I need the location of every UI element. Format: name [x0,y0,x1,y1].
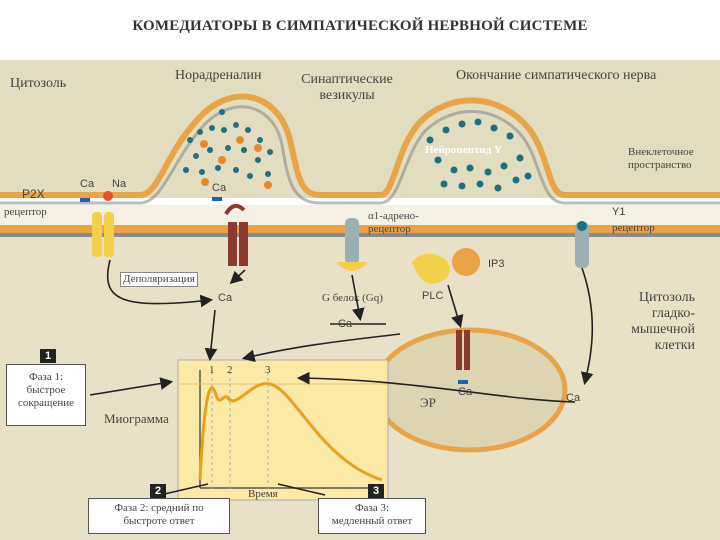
g-protein-shape [412,253,450,284]
y1-receptor-shape [575,221,589,268]
myogram-panel [177,359,389,501]
time-axis-label: Время [248,488,278,500]
phase-3-box: Фаза 3: медленный ответ [318,498,426,534]
plc-label: PLC [422,290,444,302]
smc-membrane-top [0,225,720,233]
neuropeptide-y-vesicles [426,118,532,192]
smc-cytosol-label: Цитозоль гладко- мышечной клетки [631,290,695,354]
ip3-label: IP3 [488,258,505,270]
g-protein-label: G белок (Gq) [322,292,383,304]
noradrenaline-vesicles [183,109,273,179]
ca-rise-label-2: Ca [338,318,353,330]
extracellular-label: Внеклеточное пространство [628,146,694,171]
ca-rise-label-1: Ca [218,292,233,304]
phase-2-number: 2 [150,484,166,498]
smc-membrane-bottom [0,233,720,237]
er-ca-label: Ca [458,386,473,398]
y1-ca-label: Ca [566,392,581,404]
ca-ion-marker [80,198,90,202]
nerve-ending-label: Окончание симпатического нерва [456,68,657,83]
atp-markers [200,136,272,189]
er-label: ЭР [420,395,436,410]
na-ion [103,191,113,201]
page-title: КОМЕДИАТОРЫ В СИМПАТИЧЕСКОЙ НЕРВНОЙ СИСТ… [132,18,588,34]
depolarization-label: Деполяризация [120,272,198,287]
y1-receptor-label: рецептор [612,222,655,234]
ca-ion-label: Ca [80,178,95,190]
cytosol-label: Цитозоль [10,76,67,91]
neuropeptide-label: Нейропептид Y [425,144,502,156]
extracellular-space [0,205,720,225]
ca-channel-label: Ca [212,182,227,194]
plc-shape [452,248,480,276]
peak-3-label: 3 [265,364,271,376]
p2x-receptor-label: рецептор [4,206,47,218]
alpha1-label: α1-адрено- рецептор [368,210,419,235]
p2x-label: P2X [22,187,45,201]
p2x-receptor-shape [92,212,114,257]
vesicles-label: Синаптические везикулы [301,72,393,104]
phase-3-number: 3 [368,484,384,498]
peak-1-label: 1 [209,364,215,376]
ip3-receptor-on-er [456,330,470,370]
phase-1-box: Фаза 1: быстрое сокращение [6,364,86,426]
myogram-curve [198,382,383,482]
nerve-terminal [0,60,720,198]
phase-2-box: Фаза 2: средний по быстроте ответ [88,498,230,534]
ca-channel-shape [224,203,248,266]
y1-label: Y1 [612,206,626,218]
peak-2-label: 2 [227,364,233,376]
noradrenaline-label: Норадреналин [175,68,262,83]
myogram-label: Миограмма [104,411,169,426]
terminal-membrane [0,93,720,198]
signal-arrows [89,259,594,496]
phase-1-number: 1 [40,349,56,363]
alpha1-receptor-shape [336,218,368,271]
na-ion-label: Na [112,178,127,190]
